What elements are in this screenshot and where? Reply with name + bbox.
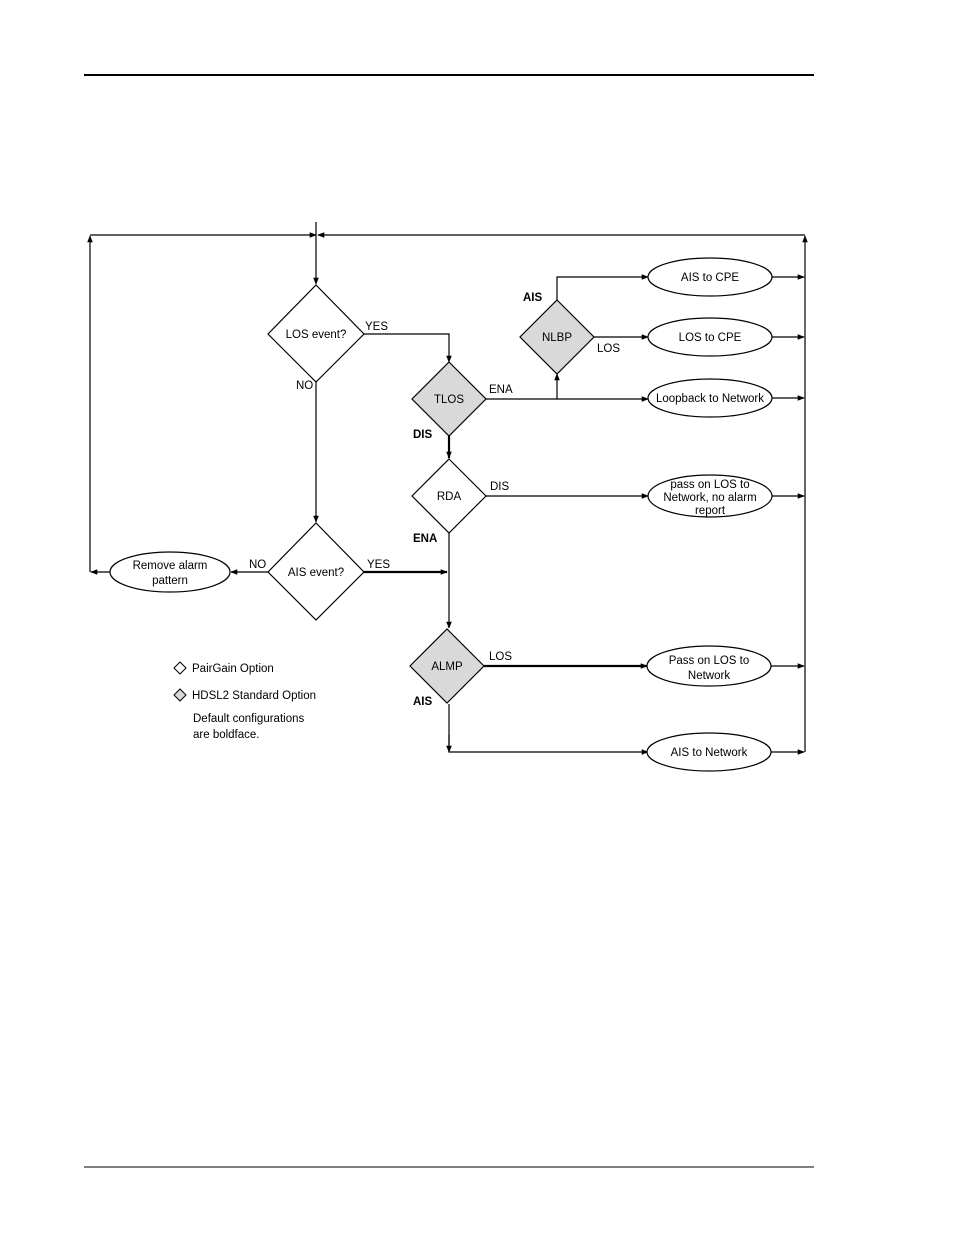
pass-on-los-terminal: Pass on LOS to Network: [646, 645, 772, 687]
almp-ais-line: [448, 704, 649, 755]
los-yes-line: [364, 333, 452, 363]
nlbp-ais-line: [556, 274, 649, 300]
ais-to-network-label: AIS to Network: [671, 747, 748, 759]
remove-alarm-terminal: Remove alarm pattern: [109, 551, 231, 593]
nlbp-decision: NLBP: [519, 299, 595, 375]
legend: PairGain Option HDSL2 Standard Option De…: [173, 661, 316, 741]
almp-decision: ALMP: [409, 628, 485, 704]
pass-on-los-line-2: Network: [688, 670, 730, 682]
loopback-label: Loopback to Network: [656, 393, 764, 405]
tlos-ena-label: ENA: [489, 384, 513, 396]
pass-no-alarm-line-1: pass on LOS to: [670, 479, 749, 491]
legend-hdsl2-swatch: [173, 688, 187, 702]
los-yes-label: YES: [365, 321, 388, 333]
los-event-decision: LOS event?: [267, 284, 365, 383]
pass-no-alarm-line-2: Network, no alarm: [663, 492, 756, 504]
nlbp-ais-label: AIS: [523, 292, 543, 304]
rda-ena-label: ENA: [413, 533, 437, 545]
tlos-decision: TLOS: [411, 361, 487, 437]
los-event-label: LOS event?: [286, 329, 347, 341]
ais-event-decision: AIS event?: [267, 522, 365, 621]
tlos-dis-label: DIS: [413, 429, 433, 441]
rda-label: RDA: [437, 491, 462, 503]
loopback-terminal: Loopback to Network: [647, 378, 773, 418]
los-to-cpe-terminal: LOS to CPE: [647, 317, 773, 357]
almp-los-label: LOS: [489, 651, 512, 663]
legend-note-line-1: Default configurations: [193, 713, 304, 725]
los-no-label: NO: [296, 380, 313, 392]
legend-pairgain-swatch: [173, 661, 187, 675]
legend-hdsl2-label: HDSL2 Standard Option: [192, 690, 316, 702]
legend-note-line-2: are boldface.: [193, 729, 260, 741]
almp-ais-label: AIS: [413, 696, 433, 708]
rda-decision: RDA: [411, 458, 487, 534]
nlbp-los-label: LOS: [597, 343, 620, 355]
ais-event-label: AIS event?: [288, 567, 344, 579]
pass-no-alarm-terminal: pass on LOS to Network, no alarm report: [647, 474, 773, 518]
remove-alarm-line-1: Remove alarm: [133, 560, 208, 572]
ais-to-network-terminal: AIS to Network: [646, 732, 772, 772]
ais-to-cpe-terminal: AIS to CPE: [647, 257, 773, 297]
pass-on-los-line-1: Pass on LOS to: [669, 655, 750, 667]
los-to-cpe-label: LOS to CPE: [679, 332, 742, 344]
almp-label: ALMP: [431, 661, 463, 673]
remove-alarm-line-2: pattern: [152, 575, 188, 587]
nlbp-label: NLBP: [542, 332, 572, 344]
ais-no-label: NO: [249, 559, 266, 571]
tlos-label: TLOS: [434, 394, 464, 406]
legend-pairgain-label: PairGain Option: [192, 663, 274, 675]
ais-to-cpe-label: AIS to CPE: [681, 272, 739, 284]
ais-yes-label: YES: [367, 559, 390, 571]
rda-dis-label: DIS: [490, 481, 510, 493]
pass-no-alarm-line-3: report: [695, 505, 726, 517]
